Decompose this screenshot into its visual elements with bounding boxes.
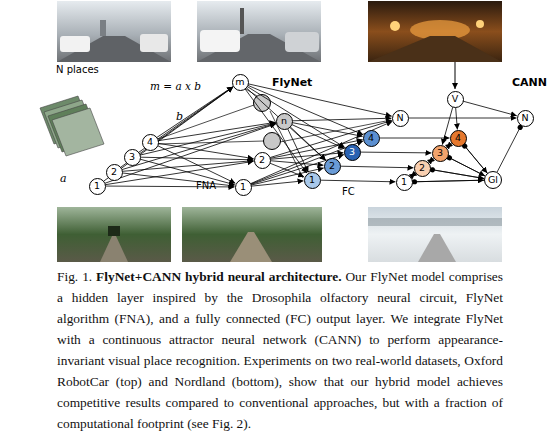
synapse-connector [158,122,275,140]
synapse-connector [380,138,450,139]
synapse-connector [430,169,484,178]
neuron-label: 4 [368,133,374,143]
synapse-connector [447,143,452,147]
synapse-connector [157,87,233,138]
forest-railway-photo [57,207,171,262]
synapse-connector [141,157,254,160]
neuron-circle: 1 [304,172,321,189]
neuron-label: 2 [259,155,265,165]
synapse-connector [463,145,487,174]
diagram-label: m = a x b [150,80,201,92]
neuron-circle: N [392,110,409,127]
neuron-circle: 1 [235,179,252,196]
diagram-label: FlyNet [272,76,312,89]
neuron-label: 1 [309,175,315,185]
neuron-circle: 3 [124,149,141,166]
neuron-circle: N [517,110,534,127]
synapse-connector [409,118,517,119]
neuron-circle: Gl [484,171,502,189]
neuron-label: 2 [329,161,335,171]
synapse-connector [411,173,416,177]
neuron-label: n [281,116,287,126]
figure-caption: Fig. 1. FlyNet+CANN hybrid neural archit… [57,266,503,434]
synapse-connector [248,85,363,134]
synapse-connector [140,159,235,185]
synapse-connector [321,180,396,182]
synapse-connector [292,123,362,137]
neuron-label: 3 [129,152,135,162]
neuron-circle: 2 [106,164,123,181]
diagram-label: CANN [512,76,547,89]
diagram-label: N places [56,64,99,75]
neuron-circle: 3 [432,145,449,162]
diagram-label: a [60,172,67,185]
neuron-circle: n [276,113,293,130]
synapse-connector [251,168,323,185]
neuron-label: 1 [94,181,100,191]
synapse-connector [463,101,517,116]
neuron-label: 3 [349,147,355,157]
synapse-connector [139,87,233,152]
synapse-connector [122,161,253,172]
neuron-label: N [521,113,528,123]
neuron-label: m [235,77,244,87]
neuron-circle: 2 [254,152,271,169]
neuron-circle: 1 [396,174,413,191]
image-stack [40,96,104,156]
neuron-label: 1 [240,182,246,192]
neuron-label: 2 [419,163,425,173]
synapse-connector [448,157,485,176]
neuron-circle: 2 [414,160,431,177]
synapse-connector [463,145,487,174]
diagram-label: FNA [196,180,216,191]
synapse-connector [245,89,307,173]
synapse-connector [248,84,391,116]
hidden-unit [264,133,281,150]
synapse-connector [413,180,485,182]
synapse-connector [122,123,276,169]
fna-wires [158,89,391,178]
synapse-connector [293,118,392,121]
synapse-connector [361,152,432,154]
synapse-connector [158,146,236,184]
neuron-label: 4 [455,133,461,143]
synapse-connector [429,158,434,162]
neuron-label: N [396,113,403,123]
diagram-label: b [176,110,183,123]
neuron-circle: 3 [344,144,361,161]
synapse-connector [158,143,253,158]
synapse-connector [251,155,344,185]
street-photo [197,1,321,62]
neuron-label: 4 [147,137,153,147]
neuron-label: Gl [488,175,498,185]
synapse-connector [497,126,521,172]
neuron-circle: V [447,91,464,108]
neuron-circle: 2 [324,158,341,175]
neuron-label: 3 [437,148,443,158]
synapse-connector [456,107,458,129]
synapse-connector [341,166,414,168]
synapse-connector [140,123,275,155]
street-photo [57,1,171,62]
neuron-label: 1 [401,177,407,187]
synapse-connector [247,87,345,148]
neuron-circle: 1 [89,178,106,195]
neuron-circle: m [232,74,249,91]
forest-railway-photo [182,207,322,262]
synapse-connector [430,169,484,178]
snow-railway-photo [368,207,502,262]
synapse-connector [413,180,485,182]
diagram-label: FC [342,186,355,197]
neuron-circle: 4 [142,134,159,151]
neuron-circle: 4 [363,130,380,147]
input-arrow [455,62,456,89]
neuron-circle: 4 [450,130,467,147]
night-photo [368,1,502,62]
neuron-label: 2 [111,167,117,177]
neuron-label: V [452,94,459,104]
